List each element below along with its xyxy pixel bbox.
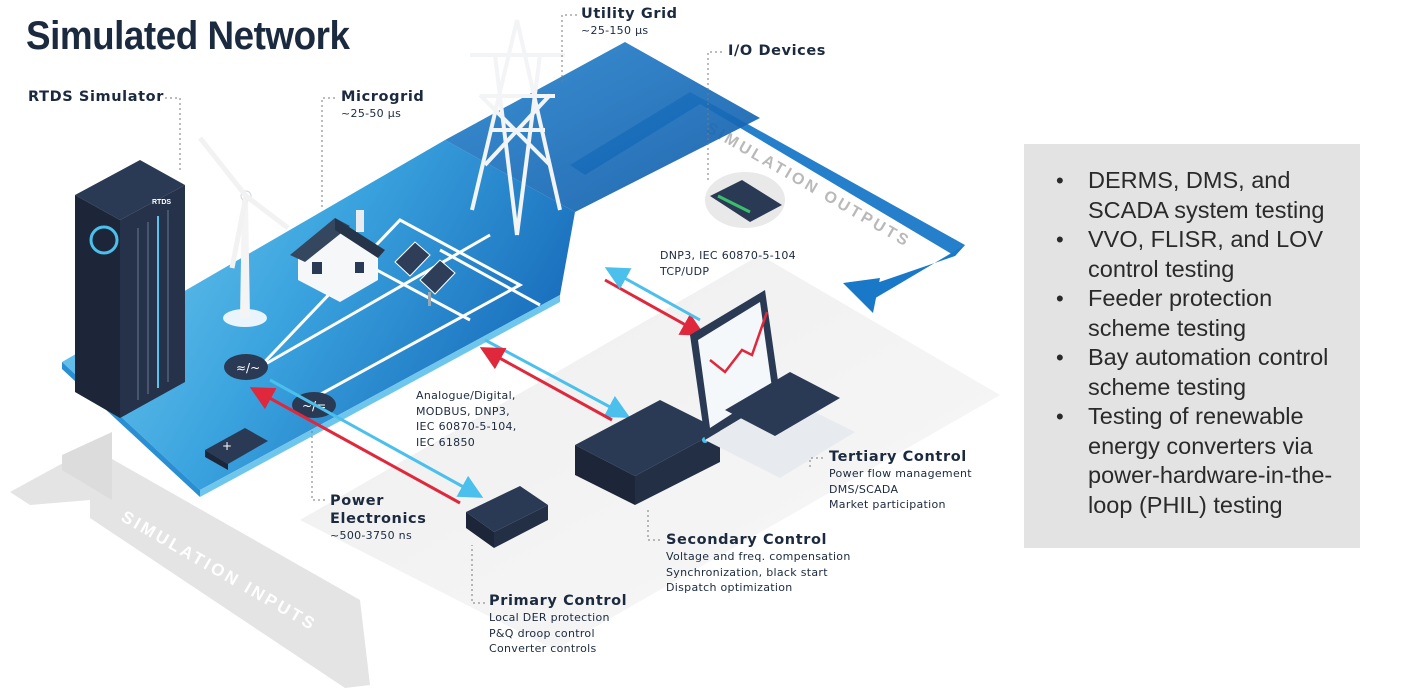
use-case-item: Bay automation control scheme testing (1056, 343, 1360, 402)
rtds-simulator-label: RTDS Simulator (28, 88, 164, 106)
primary-control-item: Converter controls (489, 642, 597, 655)
upper-protocols: DNP3, IEC 60870-5-104 TCP/UDP (660, 248, 796, 279)
use-case-panel: DERMS, DMS, and SCADA system testing VVO… (1024, 144, 1360, 548)
protocol-line: DNP3, IEC 60870-5-104 (660, 249, 796, 262)
svg-text:≈/~: ≈/~ (236, 361, 260, 375)
secondary-control-item: Dispatch optimization (666, 581, 793, 594)
protocol-line: IEC 61850 (416, 435, 476, 449)
utility-grid-timestep: ~25-150 µs (581, 24, 649, 37)
primary-control-item: Local DER protection (489, 611, 610, 624)
tertiary-control-heading: Tertiary Control (829, 449, 967, 465)
simulation-inputs-arrow (10, 432, 370, 688)
rtds-simulator-rack (75, 160, 185, 418)
utility-grid-heading: Utility Grid (581, 6, 678, 22)
secondary-control-item: Synchronization, black start (666, 565, 828, 579)
power-electronics-timestep: ~500-3750 ns (330, 529, 412, 542)
io-devices-heading: I/O Devices (728, 43, 827, 59)
rtds-simulator-heading: RTDS Simulator (28, 89, 164, 105)
secondary-control-item: Voltage and freq. compensation (666, 550, 851, 563)
lower-protocols: Analogue/Digital, MODBUS, DNP3, IEC 6087… (416, 388, 517, 450)
microgrid-label: Microgrid ~25-50 µs (341, 88, 424, 122)
use-case-item: Testing of renewable energy converters v… (1056, 402, 1360, 520)
signal-arrows (249, 267, 706, 505)
power-electronics-heading-2: Electronics (330, 511, 427, 527)
power-electronics-heading-1: Power (330, 493, 384, 509)
primary-control-device (466, 486, 548, 548)
solar-panels (394, 241, 456, 306)
wind-turbine (198, 136, 290, 327)
primary-control-item: P&Q droop control (489, 626, 595, 640)
use-case-list: DERMS, DMS, and SCADA system testing VVO… (1024, 144, 1360, 520)
primary-control-label: Primary Control Local DER protection P&Q… (489, 592, 627, 657)
page-title: Simulated Network (26, 14, 350, 58)
tertiary-control-item: Market participation (829, 498, 946, 511)
platform-edge-front (200, 295, 560, 497)
tertiary-control-item: DMS/SCADA (829, 482, 899, 496)
use-case-item: DERMS, DMS, and SCADA system testing (1056, 166, 1360, 225)
protocol-line: MODBUS, DNP3, (416, 404, 510, 418)
house (290, 210, 385, 302)
secondary-control-device (575, 400, 720, 505)
utility-grid-label: Utility Grid ~25-150 µs (581, 5, 678, 39)
network-lines (253, 218, 541, 402)
primary-control-heading: Primary Control (489, 593, 628, 609)
power-electronics-label: Power Electronics ~500-3750 ns (330, 492, 426, 544)
secondary-control-label: Secondary Control Voltage and freq. comp… (666, 531, 851, 596)
use-case-item: Feeder protection scheme testing (1056, 284, 1360, 343)
laptop (690, 290, 855, 478)
battery: + (205, 428, 268, 470)
io-devices-label: I/O Devices (728, 42, 826, 60)
secondary-control-heading: Secondary Control (666, 532, 828, 548)
tertiary-control-item: Power flow management (829, 467, 972, 480)
tertiary-control-label: Tertiary Control Power flow management D… (829, 448, 972, 513)
protocol-line: IEC 60870-5-104, (416, 420, 517, 433)
rtds-badge: RTDS (152, 199, 171, 206)
protocol-line: Analogue/Digital, (416, 389, 516, 402)
use-case-item: VVO, FLISR, and LOV control testing (1056, 225, 1360, 284)
protocol-line: TCP/UDP (660, 264, 710, 278)
microgrid-platform (62, 140, 575, 490)
svg-text:+: + (222, 439, 232, 453)
microgrid-heading: Microgrid (341, 89, 425, 105)
transmission-tower (470, 19, 565, 236)
io-device (705, 172, 785, 228)
leader-lines (165, 14, 823, 604)
microgrid-timestep: ~25-50 µs (341, 107, 402, 120)
